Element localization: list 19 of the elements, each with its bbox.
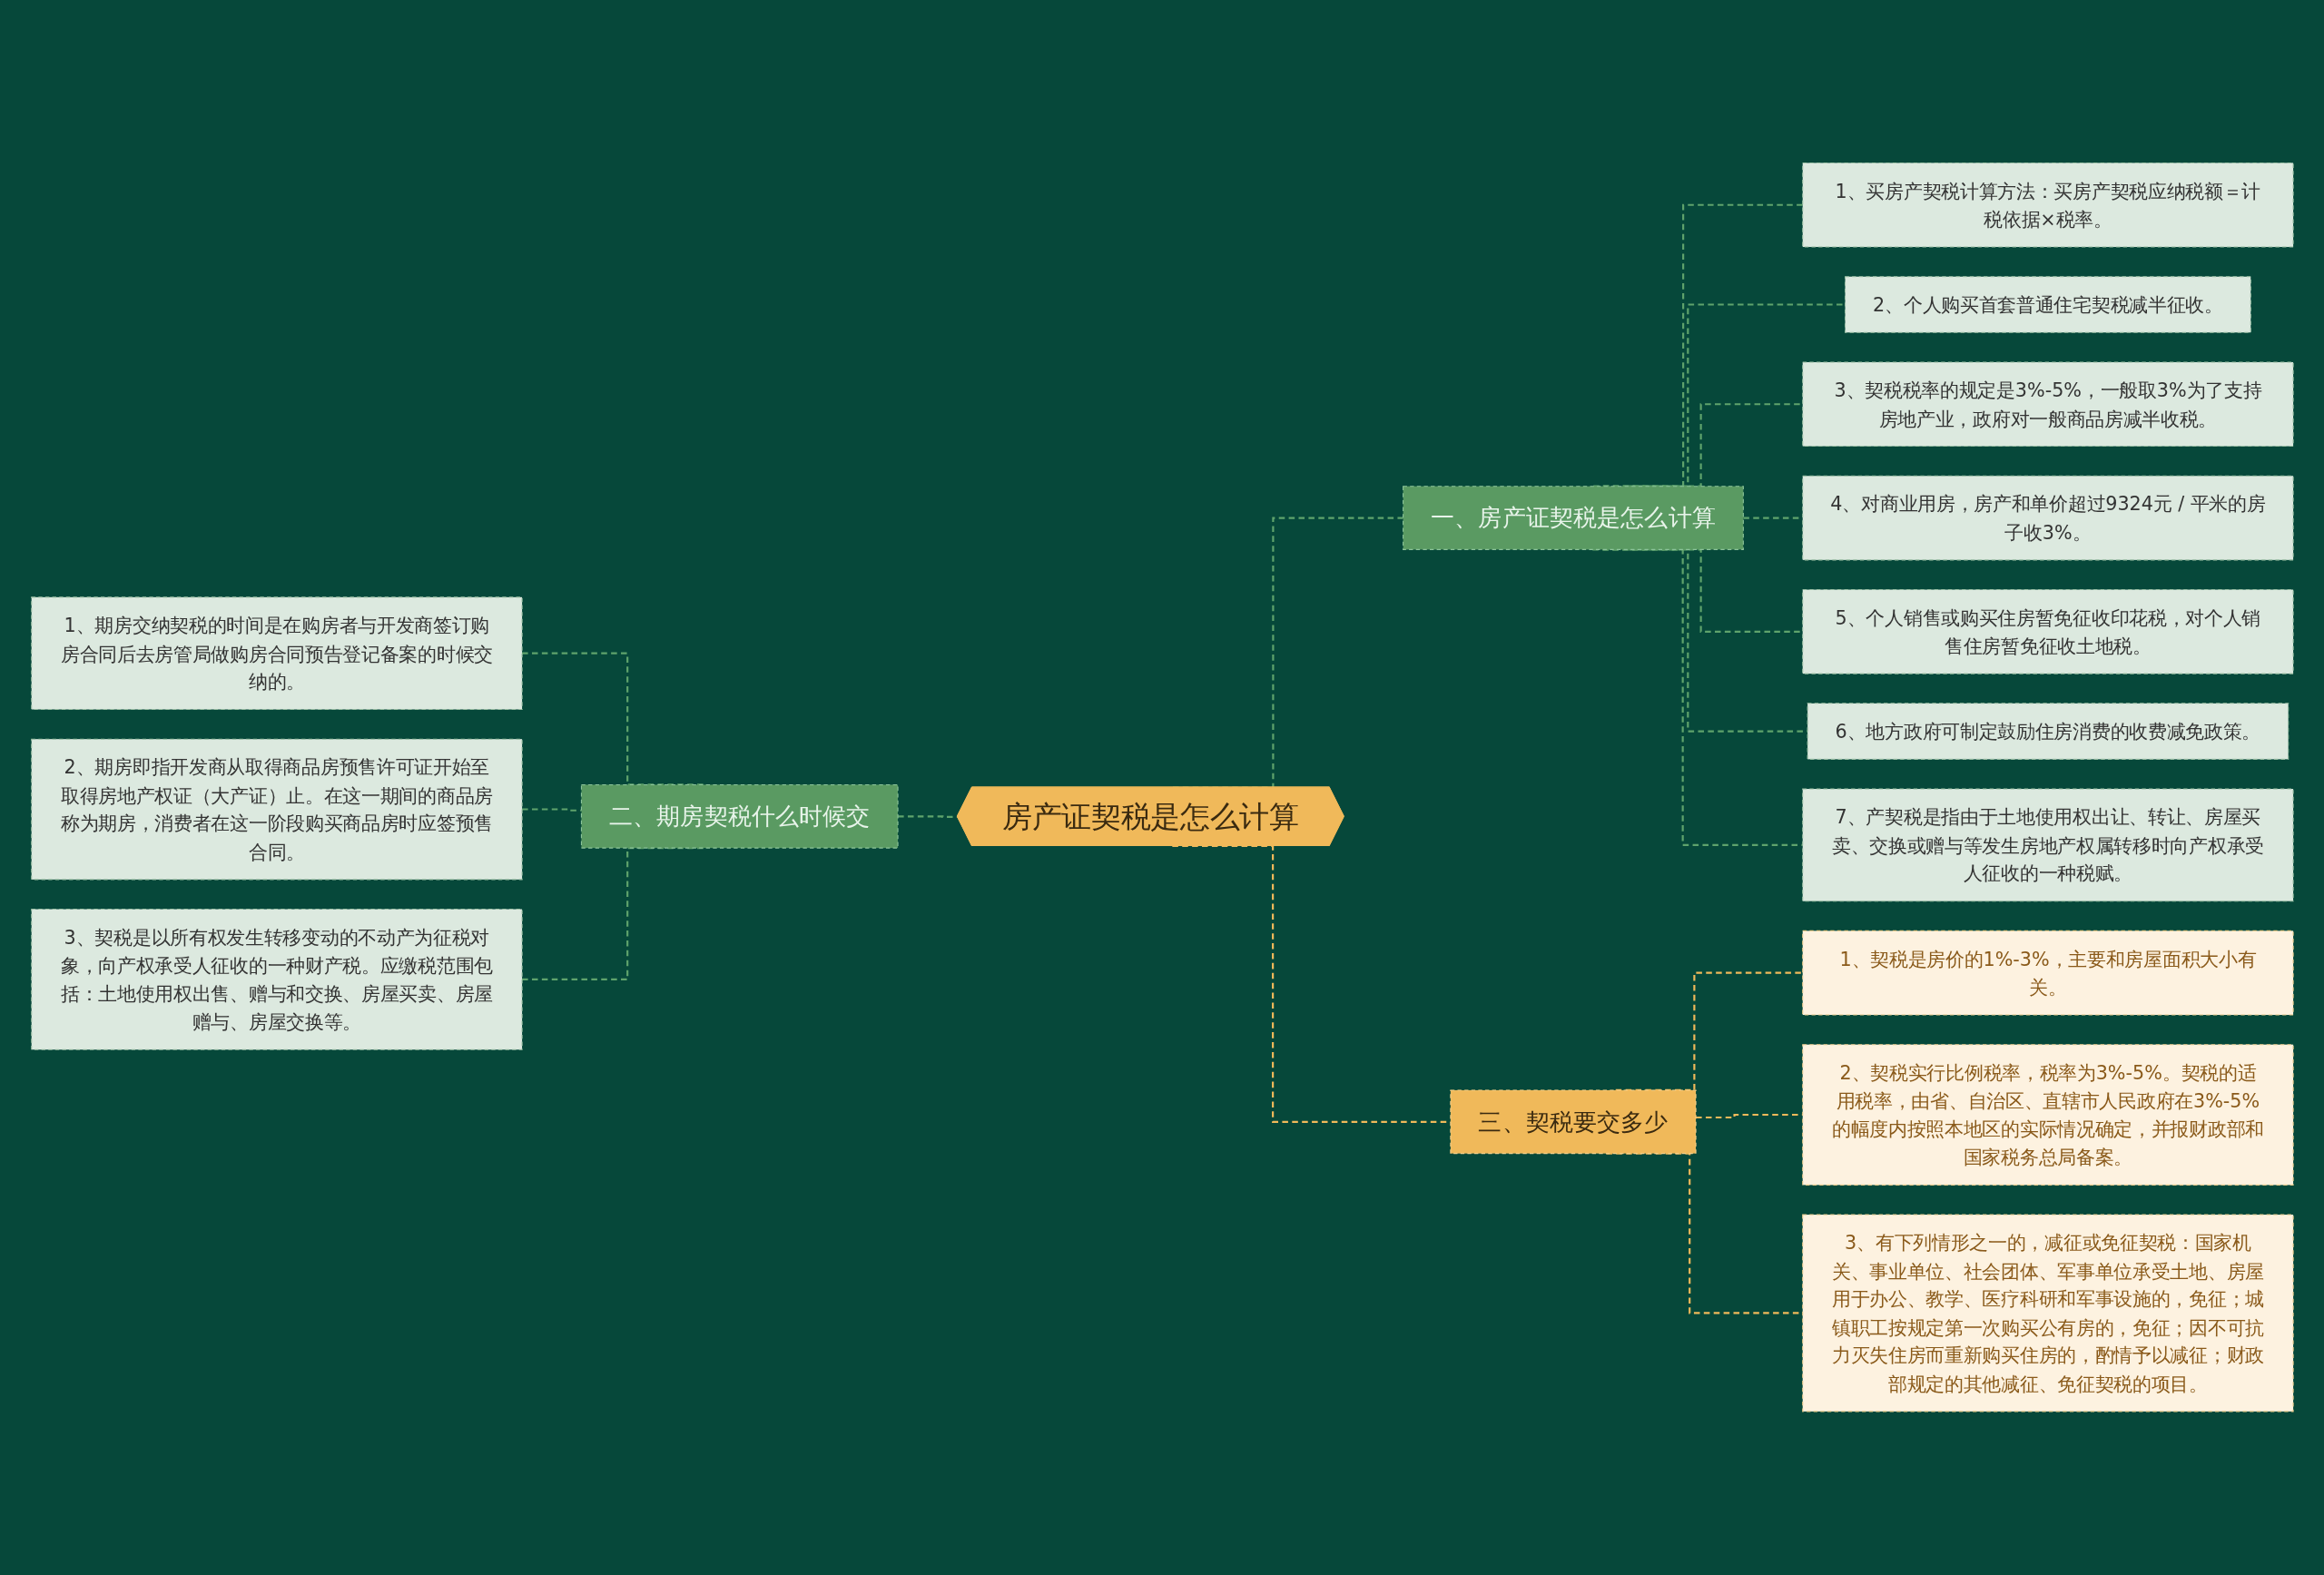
node-box: [1801, 1214, 2294, 1413]
node-box: [580, 784, 899, 850]
node-box: [1807, 703, 2289, 761]
node-box: [1801, 361, 2294, 448]
node-box: [1801, 1044, 2294, 1186]
node-box: [1801, 788, 2294, 902]
node-box: [1844, 276, 2251, 334]
node-box: [30, 596, 523, 711]
node-box: [1801, 476, 2294, 561]
connector: [1602, 303, 1846, 488]
node-box: [1801, 162, 2294, 248]
connector: [1592, 204, 1803, 488]
node-box: [1402, 486, 1744, 551]
node-box: [1801, 930, 2294, 1016]
node-box: [30, 909, 523, 1051]
node-box: [30, 738, 523, 881]
node-box: [1449, 1089, 1697, 1155]
node-box: [1801, 589, 2294, 675]
connector: [1628, 403, 1803, 488]
